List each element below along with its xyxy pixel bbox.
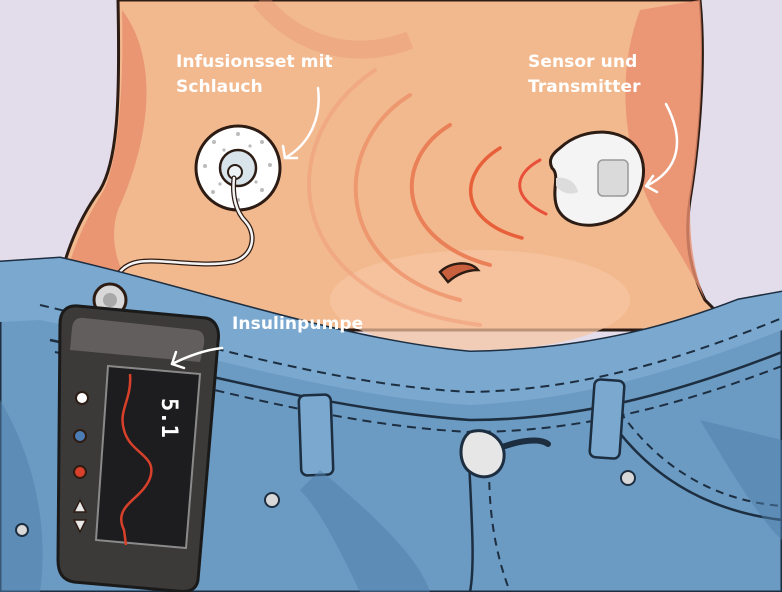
label-sensor: Sensor und Transmitter [528, 50, 641, 100]
pump-reading: 5.1 [156, 398, 181, 438]
label-sensor-line1: Sensor und [528, 50, 641, 75]
label-pump-line1: Insulinpumpe [232, 312, 363, 337]
label-infusion-set-line1: Infusionsset mit [176, 50, 333, 75]
label-infusion-set: Infusionsset mit Schlauch [176, 50, 333, 100]
infusion-patch-icon [196, 126, 280, 210]
jeans-button [461, 431, 504, 477]
label-infusion-set-line2: Schlauch [176, 75, 333, 100]
label-pump: Insulinpumpe [232, 312, 363, 337]
insulin-pump-icon [58, 284, 219, 591]
label-sensor-line2: Transmitter [528, 75, 641, 100]
